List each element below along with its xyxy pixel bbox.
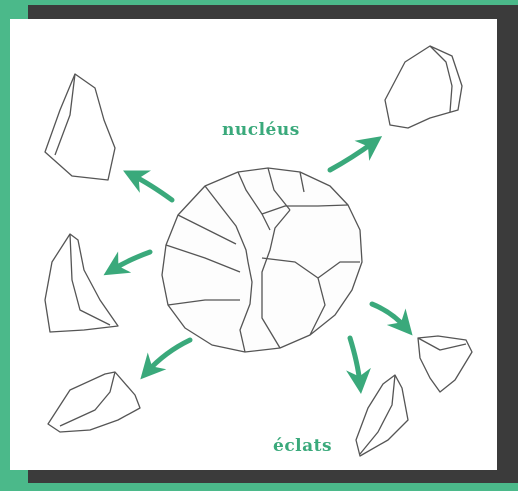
arrow-to-bottom-left-flake (147, 340, 190, 372)
arrow-to-middle-left-flake (112, 252, 150, 270)
arrow-to-top-left-flake (132, 175, 172, 200)
nucleus-label: nucléus (222, 120, 300, 140)
arrow-to-bottom-center-flake (350, 338, 360, 384)
arrow-to-right-lower-flake (372, 304, 406, 328)
flake-middle-left (45, 234, 118, 332)
nucleus-stone (162, 168, 362, 352)
flake-top-left (45, 74, 115, 180)
flakes-label: éclats (273, 436, 332, 456)
flake-top-right (385, 46, 462, 128)
flake-bottom-center (356, 375, 408, 456)
arrow-to-top-right-flake (330, 142, 374, 170)
flake-right-lower (418, 336, 472, 392)
flake-bottom-left (48, 372, 140, 432)
